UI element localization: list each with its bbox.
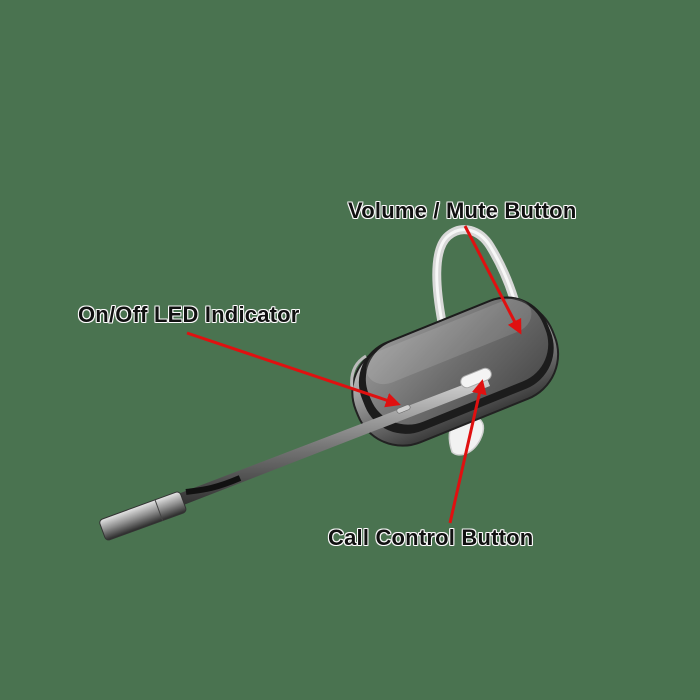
callout-arrows bbox=[186, 225, 522, 524]
arrow-volume bbox=[463, 225, 522, 335]
led-indicator-shape bbox=[396, 404, 411, 414]
arrow-call bbox=[448, 379, 487, 524]
led-indicator-label: On/Off LED Indicator bbox=[78, 302, 300, 327]
arrow-led bbox=[186, 331, 401, 408]
volume-mute-button-label: Volume / Mute Button bbox=[348, 198, 577, 223]
call-control-button-label: Call Control Button bbox=[328, 525, 534, 550]
boom-microphone bbox=[99, 376, 490, 541]
